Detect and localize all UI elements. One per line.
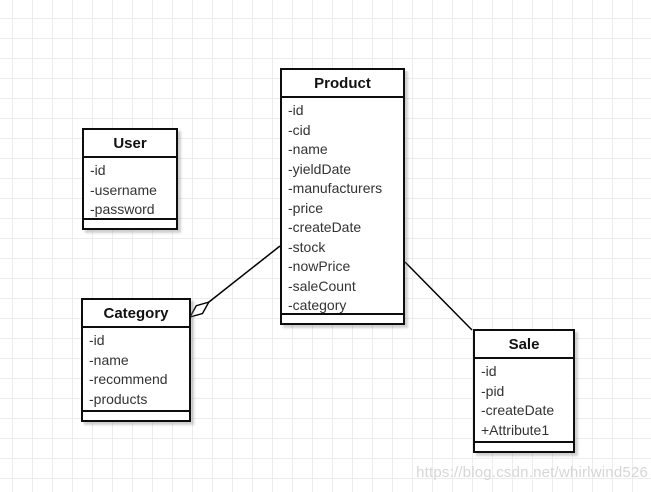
attribute-row[interactable]: -id (90, 162, 106, 178)
connector-product-sale[interactable] (404, 261, 473, 331)
attribute-row[interactable]: -cid (288, 121, 311, 138)
class-methods-empty (83, 410, 189, 420)
attribute-row[interactable]: +Attribute1 (481, 421, 550, 438)
attribute-row[interactable]: -username (90, 181, 157, 198)
class-box-user[interactable]: User -id -username -password (82, 128, 178, 230)
attribute-row[interactable]: -nowPrice (288, 258, 351, 274)
class-attributes: -id -name -recommend -products (83, 328, 189, 410)
attribute-row[interactable]: -name (288, 141, 328, 157)
class-methods-empty (84, 218, 176, 228)
class-box-product[interactable]: Product -id -cid -name -yieldDate -manuf… (280, 68, 405, 325)
attribute-row[interactable]: -manufacturers (288, 180, 383, 196)
class-methods-empty (282, 313, 403, 323)
attribute-row[interactable]: -recommend (89, 371, 168, 387)
attribute-row[interactable]: -createDate (481, 402, 555, 418)
class-title[interactable]: Sale (475, 331, 573, 359)
attribute-row[interactable]: -pid (481, 382, 505, 399)
attribute-row[interactable]: -id (288, 102, 304, 118)
attribute-row[interactable]: -id (481, 363, 497, 379)
attribute-row[interactable]: -id (89, 332, 105, 348)
class-box-category[interactable]: Category -id -name -recommend -products (81, 298, 191, 422)
attribute-row[interactable]: -price (288, 199, 324, 216)
class-title[interactable]: Category (83, 300, 189, 328)
class-attributes: -id -pid -createDate +Attribute1 (475, 359, 573, 441)
attribute-row[interactable]: -createDate (288, 219, 362, 235)
watermark-text: https://blog.csdn.net/whirlwind526 (416, 464, 648, 481)
connector-product-category[interactable] (208, 245, 281, 303)
class-attributes: -id -cid -name -yieldDate -manufacturers… (282, 98, 403, 313)
class-box-sale[interactable]: Sale -id -pid -createDate +Attribute1 (473, 329, 575, 453)
class-title[interactable]: User (84, 130, 176, 158)
attribute-row[interactable]: -yieldDate (288, 160, 352, 177)
attribute-row[interactable]: -password (90, 201, 155, 217)
attribute-row[interactable]: -stock (288, 238, 326, 255)
class-title[interactable]: Product (282, 70, 403, 98)
attribute-row[interactable]: -saleCount (288, 277, 356, 294)
attribute-row[interactable]: -name (89, 351, 129, 368)
class-attributes: -id -username -password (84, 158, 176, 218)
attribute-row[interactable]: -products (89, 390, 148, 407)
attribute-row[interactable]: -category (288, 297, 347, 313)
aggregation-diamond-icon[interactable] (188, 300, 211, 319)
class-methods-empty (475, 441, 573, 451)
